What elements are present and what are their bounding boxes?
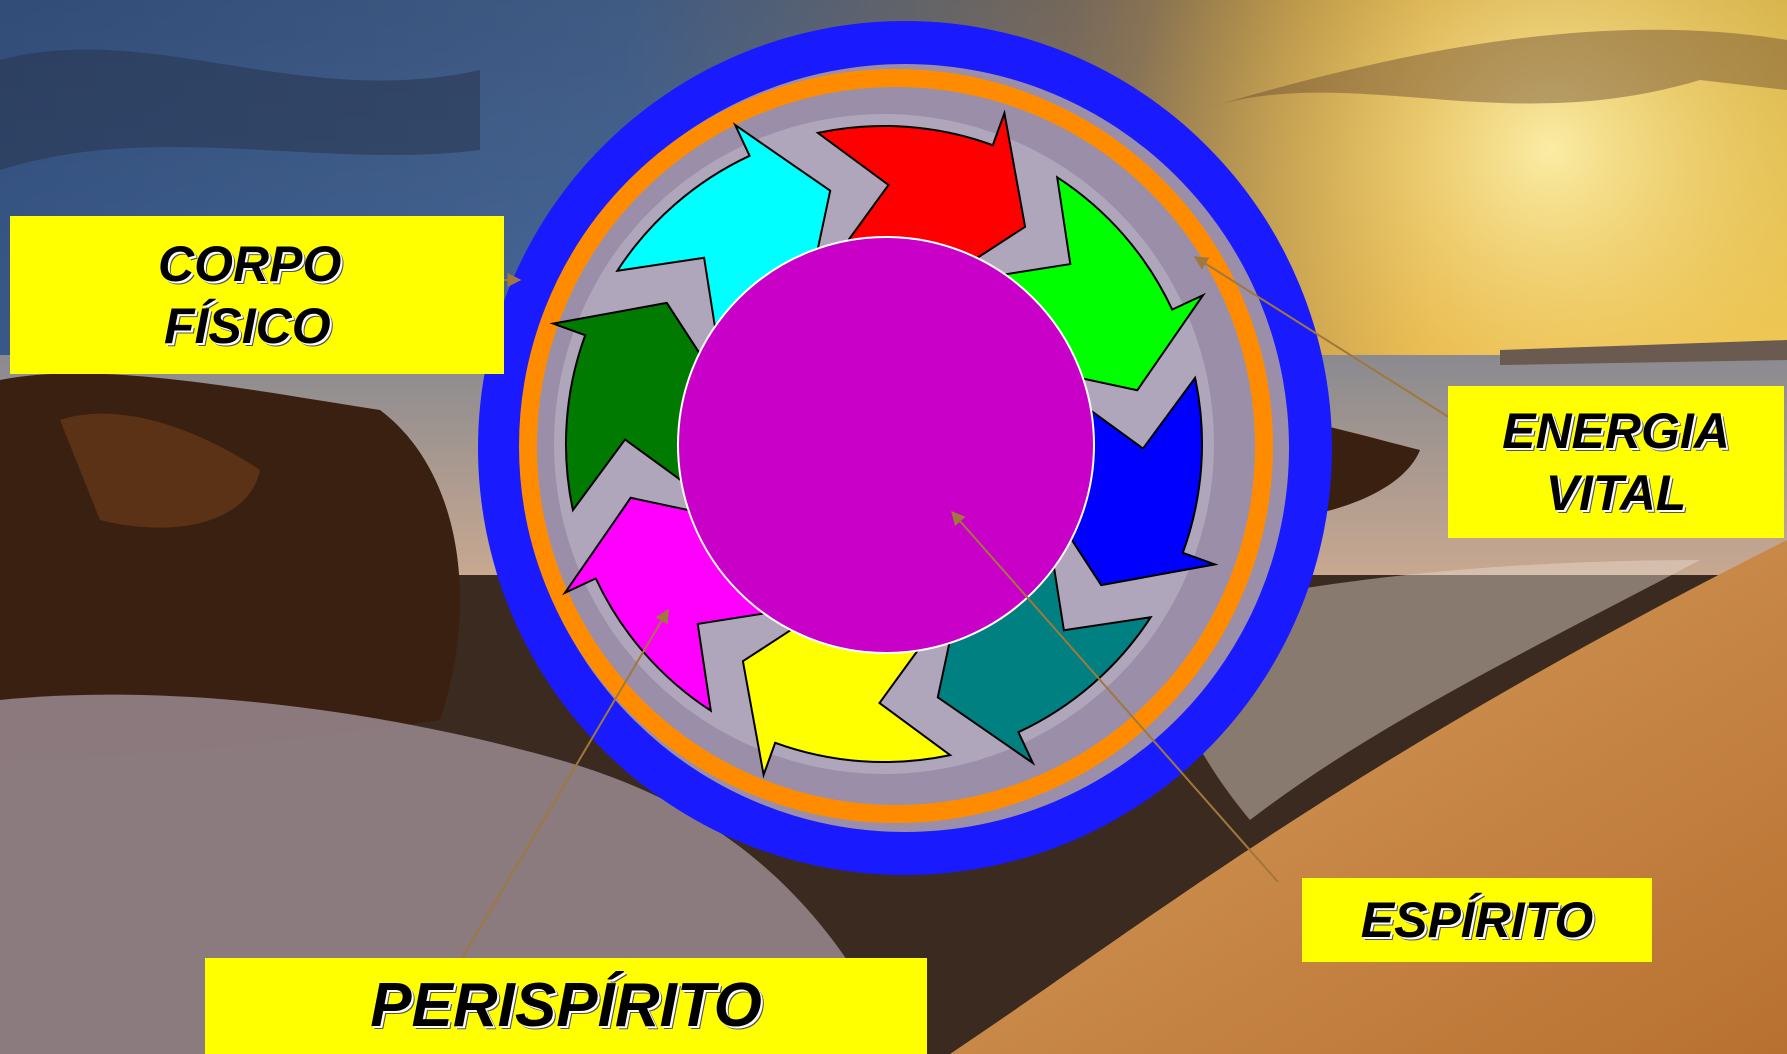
label-perispirito: PERISPÍRITO: [205, 958, 927, 1054]
label-energia-vital: ENERGIA VITAL: [1448, 386, 1784, 538]
label-perispirito-text: PERISPÍRITO: [370, 967, 762, 1045]
label-energia-vital-line1: ENERGIA: [1502, 400, 1730, 463]
label-corpo-fisico-line2: FÍSICO: [164, 295, 331, 358]
label-energia-vital-line2: VITAL: [1546, 462, 1687, 525]
chakra-diagram: [478, 21, 1332, 875]
label-corpo-fisico: CORPO FÍSICO: [10, 216, 504, 374]
label-espirito: ESPÍRITO: [1302, 878, 1652, 962]
center-circle: [678, 237, 1094, 653]
label-espirito-text: ESPÍRITO: [1361, 889, 1593, 952]
label-corpo-fisico-line1: CORPO: [158, 233, 341, 296]
